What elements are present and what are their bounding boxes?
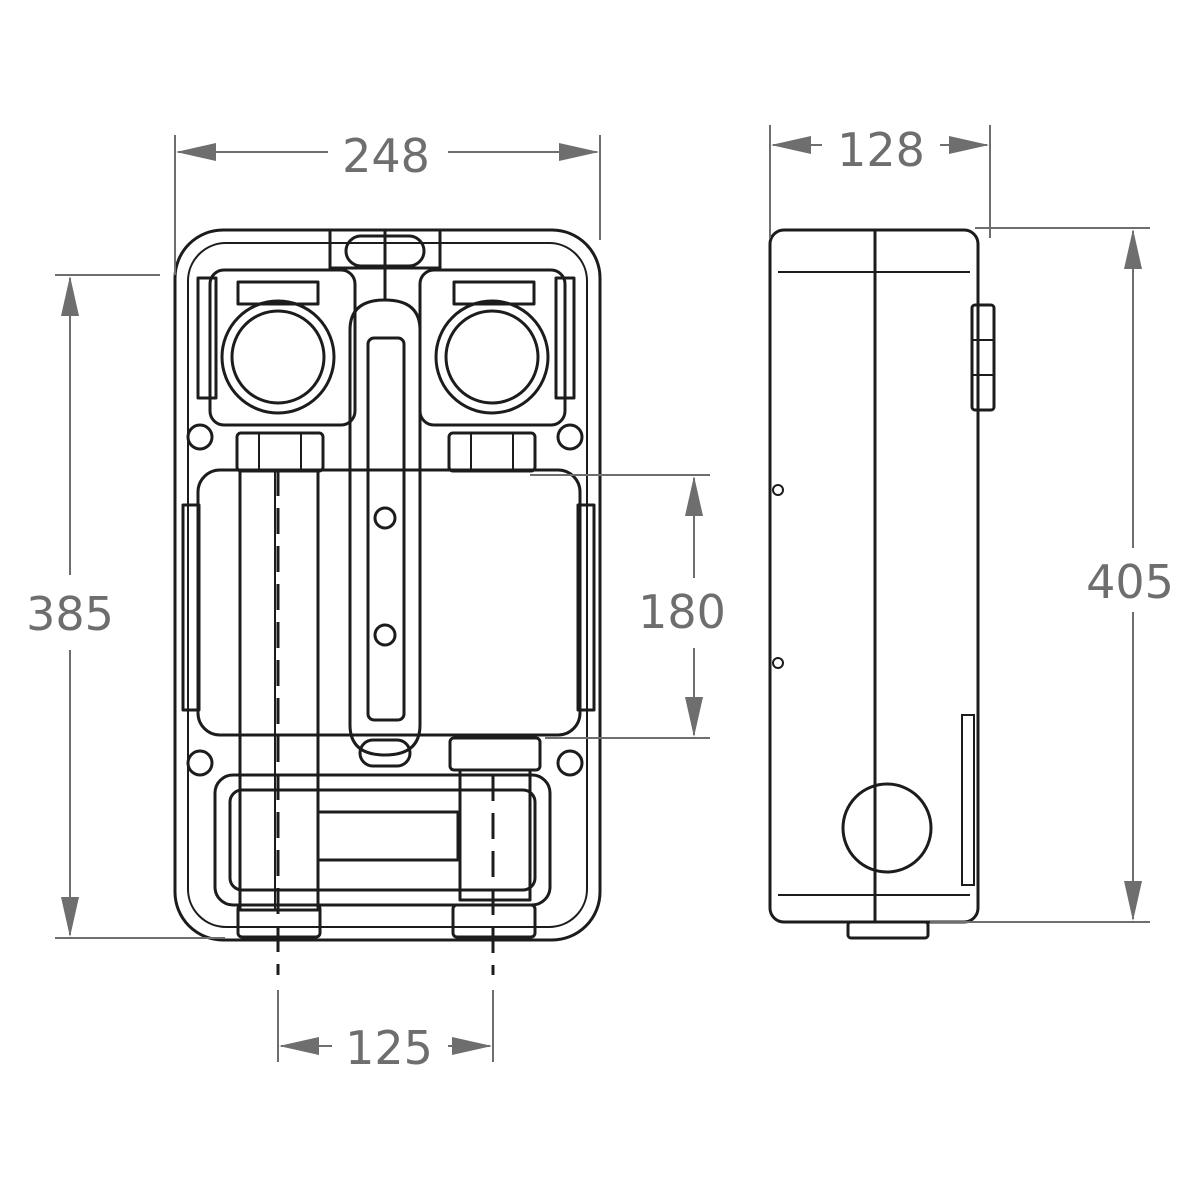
left-vertical-pipe	[238, 468, 320, 912]
right-pipe-port-inner	[444, 309, 540, 405]
center-bottom-slot	[358, 738, 412, 768]
dimension-side-height: 405	[930, 227, 1174, 923]
right-pipe-port-outer	[434, 299, 550, 415]
front-view	[173, 228, 602, 975]
front-width-label: 248	[342, 129, 430, 183]
front-housing-outline	[173, 228, 602, 942]
mount-hole-top-left	[186, 423, 214, 451]
right-lower-valve	[458, 768, 532, 902]
right-side-clip	[554, 276, 576, 400]
left-upper-bracket	[208, 268, 357, 427]
side-height-label: 405	[1086, 555, 1174, 609]
center-screw-top	[373, 506, 397, 530]
pipe-spacing-label: 125	[345, 1021, 433, 1075]
center-screw-bottom	[373, 623, 397, 647]
bottom-bracket	[213, 773, 552, 907]
pump-left-clip	[181, 503, 201, 712]
center-column-outline	[348, 298, 422, 757]
dimension-front-width: 248	[174, 129, 601, 275]
side-depth-label: 128	[837, 123, 925, 177]
left-bracket-tab	[236, 280, 320, 306]
dimension-side-depth: 128	[769, 123, 991, 238]
dimension-front-height: 385	[26, 274, 225, 939]
center-column	[366, 336, 406, 722]
left-side-clip	[196, 276, 218, 400]
pump-height-label: 180	[638, 585, 726, 639]
bottom-crossbar	[316, 810, 460, 862]
front-housing-inner-outline	[187, 242, 588, 928]
right-upper-nut	[447, 431, 537, 473]
mount-hole-bottom-left	[186, 749, 214, 777]
front-height-label: 385	[26, 587, 114, 641]
left-pipe-port-inner	[230, 309, 326, 405]
dimension-pump-height: 180	[530, 474, 726, 739]
side-view	[768, 228, 996, 940]
pump-right-clip	[576, 503, 596, 712]
side-clip	[970, 303, 996, 412]
left-pipe-port-outer	[220, 299, 336, 415]
mount-hole-top-right	[556, 423, 584, 451]
bottom-bracket-inner	[228, 788, 537, 892]
mount-hole-bottom-right	[556, 749, 584, 777]
side-knob	[841, 782, 933, 874]
left-upper-nut	[235, 431, 325, 473]
right-bracket-tab	[452, 280, 536, 306]
dimension-pipe-spacing: 125	[277, 990, 494, 1075]
right-lower-nut	[448, 736, 542, 772]
side-bottom-fitting	[846, 920, 930, 940]
side-lower-rib	[961, 714, 975, 886]
